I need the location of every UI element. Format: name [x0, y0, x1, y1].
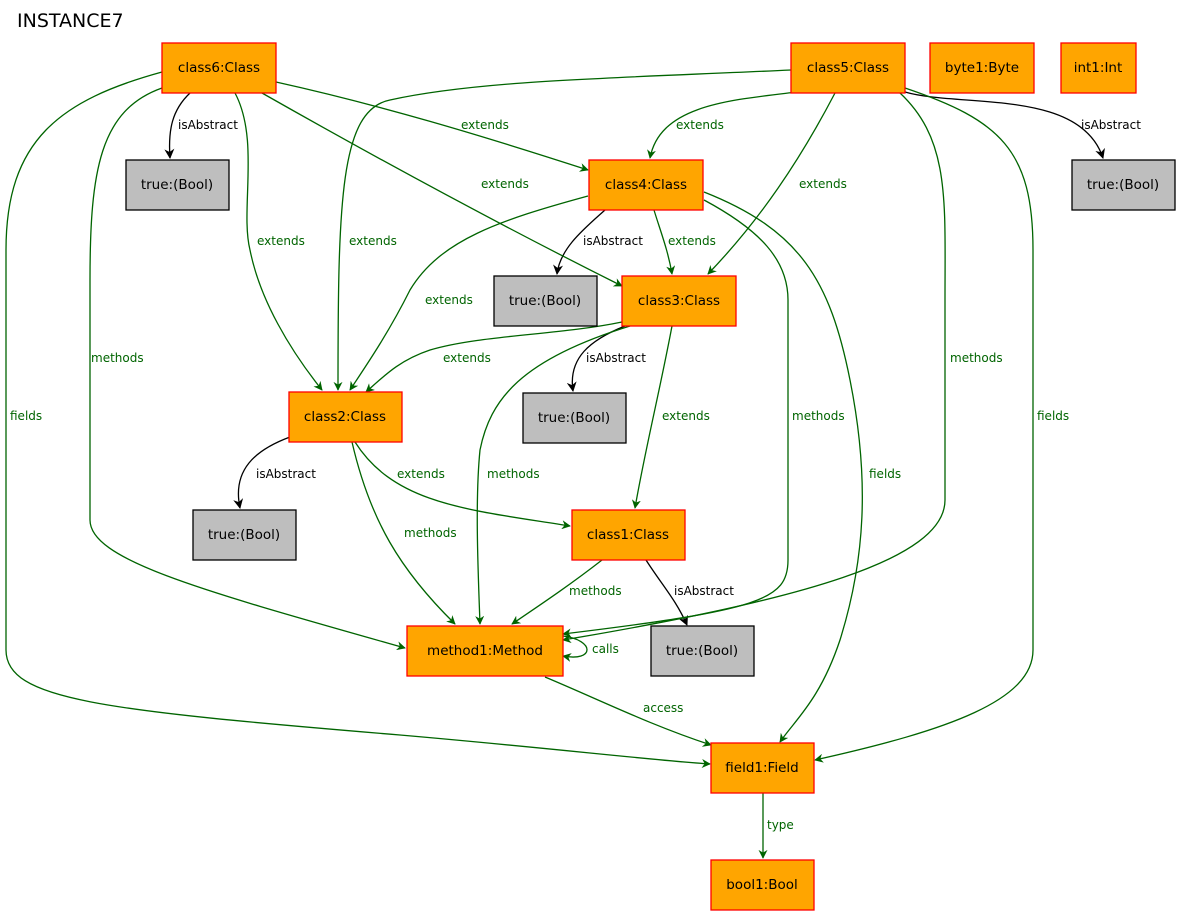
node-field1: field1:Field — [710, 742, 815, 794]
node-class2: class2:Class — [288, 391, 403, 443]
node-true-class2: true:(Bool) — [192, 509, 297, 561]
node-class6: class6:Class — [161, 42, 277, 94]
label-class6-methods: methods — [91, 351, 144, 365]
edge-class6-fields — [5, 71, 711, 768]
node-field1-label: field1:Field — [725, 760, 798, 776]
label-method1-access: access — [643, 701, 683, 715]
edge-class5-extends-class4 — [647, 91, 798, 159]
label-class1-isabstract: isAbstract — [674, 584, 734, 598]
label-class3-isabstract: isAbstract — [586, 351, 646, 365]
node-true-class3-label: true:(Bool) — [538, 410, 610, 426]
edge-class6-methods — [89, 87, 406, 651]
label-class6-fields: fields — [10, 409, 42, 423]
edge-class3-extends-class1 — [631, 325, 673, 509]
label-class5-extends-class2: extends — [349, 234, 397, 248]
node-byte1-label: byte1:Byte — [945, 60, 1019, 76]
edge-class4-methods — [562, 199, 789, 638]
label-class3-methods: methods — [487, 467, 540, 481]
edge-class2-isabstract — [233, 436, 291, 509]
label-class5-methods: methods — [950, 351, 1003, 365]
label-class4-extends-class2: extends — [425, 293, 473, 307]
label-class4-methods: methods — [792, 409, 845, 423]
label-class5-extends-class3: extends — [799, 177, 847, 191]
node-byte1: byte1:Byte — [929, 42, 1035, 94]
node-int1-label: int1:Int — [1074, 60, 1123, 76]
node-true-class5-label: true:(Bool) — [1087, 177, 1159, 193]
edge-class2-methods — [351, 441, 456, 625]
edge-class4-fields — [703, 191, 863, 743]
label-class6-extends-class3: extends — [481, 177, 529, 191]
node-class1-label: class1:Class — [587, 527, 669, 543]
node-class5-label: class5:Class — [807, 60, 889, 76]
edge-class3-extends-class2 — [365, 321, 623, 393]
label-class5-isabstract: isAbstract — [1081, 118, 1141, 132]
node-true-class6-label: true:(Bool) — [141, 177, 213, 193]
label-class2-isabstract: isAbstract — [256, 467, 316, 481]
node-true-class1-label: true:(Bool) — [666, 643, 738, 659]
label-class3-extends-class2: extends — [443, 351, 491, 365]
edge-class3-methods — [475, 325, 631, 625]
edge-method1-access — [544, 676, 712, 747]
label-class4-fields: fields — [869, 467, 901, 481]
node-method1-label: method1:Method — [427, 643, 543, 659]
node-class3: class3:Class — [621, 275, 737, 327]
node-class4: class4:Class — [588, 159, 704, 211]
node-true-class6: true:(Bool) — [125, 159, 230, 211]
node-method1: method1:Method — [406, 625, 564, 677]
label-class2-methods: methods — [404, 526, 457, 540]
edge-class1-methods — [511, 559, 603, 625]
node-bool1: bool1:Bool — [710, 859, 815, 911]
label-class2-extends-class1: extends — [397, 467, 445, 481]
label-class5-extends-class4: extends — [676, 118, 724, 132]
node-class5: class5:Class — [790, 42, 906, 94]
node-class4-label: class4:Class — [605, 177, 687, 193]
edge-class2-extends-class1 — [354, 441, 571, 530]
label-method1-calls: calls — [592, 642, 619, 656]
node-class6-label: class6:Class — [178, 60, 260, 76]
diagram-title: INSTANCE7 — [17, 10, 124, 32]
label-class6-extends-class2: extends — [257, 234, 305, 248]
node-true-class4: true:(Bool) — [493, 275, 598, 327]
node-true-class5: true:(Bool) — [1071, 159, 1176, 211]
label-class6-extends-class4: extends — [461, 118, 509, 132]
edge-class4-isabstract — [553, 209, 606, 275]
edge-class6-extends-class2 — [234, 92, 323, 391]
edge-class5-extends-class3 — [707, 92, 836, 275]
node-class1: class1:Class — [571, 509, 686, 561]
node-true-class2-label: true:(Bool) — [208, 527, 280, 543]
edge-class6-extends-class3 — [261, 92, 623, 287]
label-class6-isabstract: isAbstract — [178, 118, 238, 132]
label-class5-fields: fields — [1037, 409, 1069, 423]
edge-class6-extends-class4 — [275, 81, 589, 172]
edge-class5-extends-class2 — [333, 69, 792, 391]
edge-class6-isabstract — [164, 92, 191, 159]
label-field1-type: type — [767, 818, 794, 832]
label-class1-methods: methods — [569, 584, 622, 598]
label-class4-extends-class3: extends — [668, 234, 716, 248]
label-class3-extends-class1: extends — [662, 409, 710, 423]
edge-class5-fields — [814, 87, 1034, 763]
node-true-class3: true:(Bool) — [522, 392, 627, 444]
node-bool1-label: bool1:Bool — [726, 877, 798, 893]
edge-class4-extends-class2 — [349, 195, 589, 391]
edge-method1-calls — [562, 635, 588, 662]
label-class4-isabstract: isAbstract — [583, 234, 643, 248]
node-class3-label: class3:Class — [638, 293, 720, 309]
node-int1: int1:Int — [1060, 42, 1137, 94]
edge-class4-extends-class3 — [653, 209, 676, 275]
node-true-class4-label: true:(Bool) — [509, 293, 581, 309]
node-class2-label: class2:Class — [304, 409, 386, 425]
node-true-class1: true:(Bool) — [650, 625, 755, 677]
